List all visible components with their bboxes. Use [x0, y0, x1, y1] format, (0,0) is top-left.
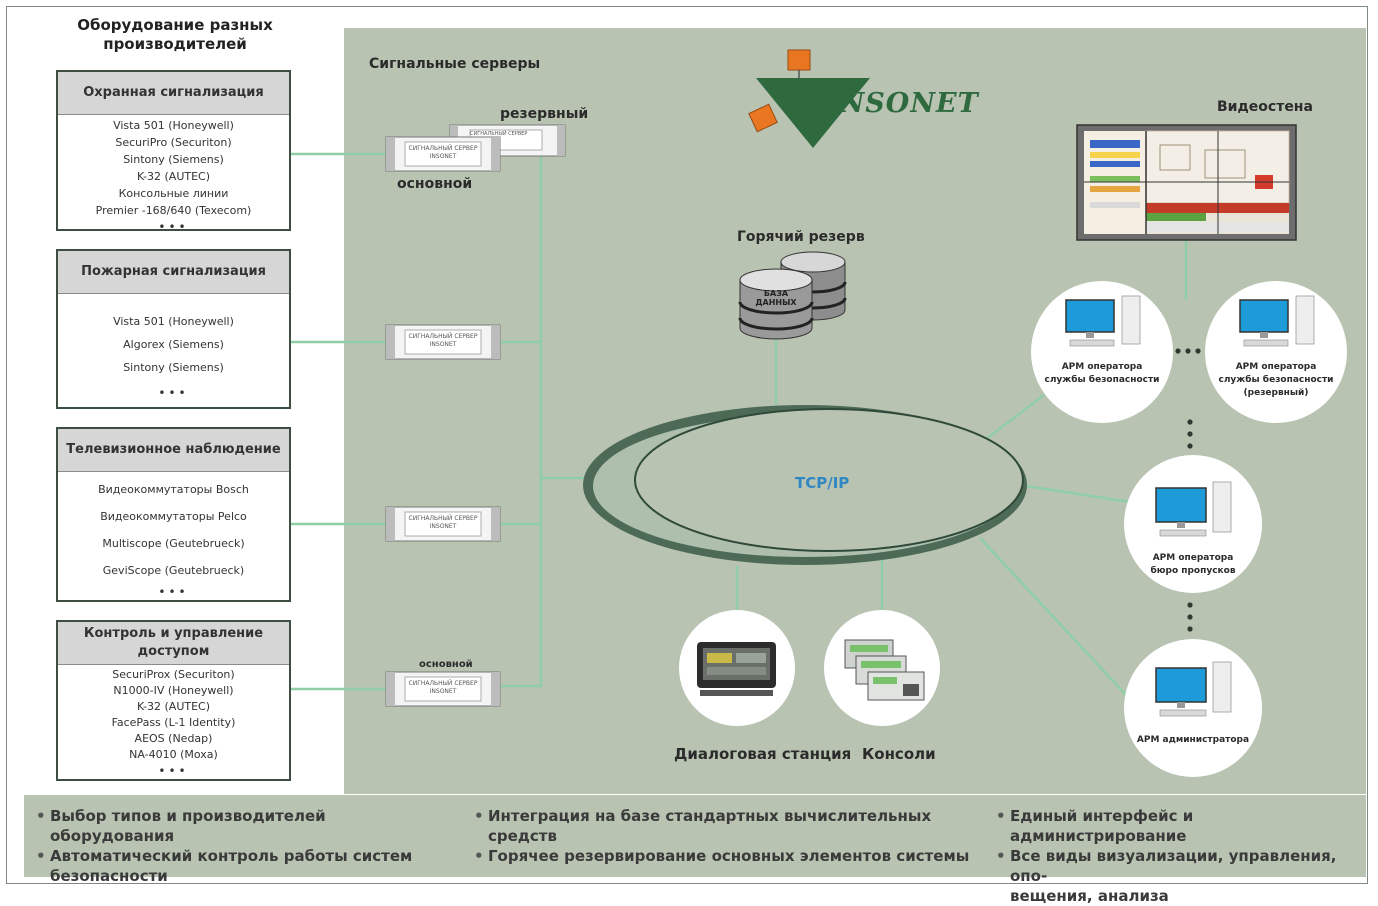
vendor-item: Sintony (Siemens) — [123, 153, 224, 166]
connector-line — [984, 394, 1045, 441]
feature-item-continuation: вещения, анализа — [1010, 887, 1169, 905]
features-column-1: Выбор типов и производителей оборудовани… — [34, 806, 454, 886]
vendor-item: K-32 (AUTEC) — [136, 170, 211, 183]
vendor-box-fire-alarm: Пожарная сигнализация Vista 501 (Honeywe… — [56, 249, 291, 409]
vendor-item: NA-4010 (Moxa) — [129, 748, 218, 761]
left-header: Оборудование разных производителей — [40, 16, 310, 54]
more-dots: ••• — [158, 220, 189, 234]
feature-item: Интеграция на базе стандартных вычислите… — [472, 806, 972, 826]
vendor-item: Видеокоммутаторы Bosch — [98, 483, 249, 496]
dialog-station-icon — [679, 610, 795, 726]
server-unit — [385, 324, 501, 360]
vendor-box-title: Контроль и управление доступом — [58, 622, 289, 665]
vendor-box-title: Пожарная сигнализация — [58, 251, 289, 294]
more-dots: ••• — [158, 585, 189, 599]
workstation-security — [1031, 281, 1173, 423]
video-wall-label: Видеостена — [1217, 99, 1313, 115]
features-column-3: Единый интерфейс и администрирование Все… — [994, 806, 1364, 906]
frame — [6, 6, 1368, 884]
network-ring-inner — [634, 408, 1024, 552]
vendor-item: Видеокоммутаторы Pelco — [100, 510, 247, 523]
features-column-2: Интеграция на базе стандартных вычислите… — [472, 806, 972, 866]
vendor-box-title: Охранная сигнализация — [58, 72, 289, 115]
vendor-box-video-surveillance: Телевизионное наблюдение Видеокоммутатор… — [56, 427, 291, 602]
vendor-item: Консольные линии — [118, 187, 229, 200]
vendor-box-title: Телевизионное наблюдение — [58, 429, 289, 472]
server-unit — [385, 671, 501, 707]
server-bus-line — [498, 152, 543, 688]
logo-orange-square — [748, 103, 778, 133]
server-unit — [385, 136, 501, 172]
vendor-box-security-alarm: Охранная сигнализация Vista 501 (Honeywe… — [56, 70, 291, 234]
server-reserve-label: резервный — [500, 106, 589, 122]
network-label: TCP/IP — [795, 474, 850, 492]
feature-item-continuation: безопасности — [50, 867, 168, 885]
workstation-security-reserve — [1205, 281, 1347, 423]
server-unit — [385, 506, 501, 542]
vendor-item: SecuriPro (Securiton) — [115, 136, 232, 149]
vendor-item: SecuriProx (Securiton) — [112, 668, 235, 681]
consoles-label: Консоли — [862, 745, 936, 763]
vendor-item: Vista 501 (Honeywell) — [113, 315, 234, 328]
vendor-item: Premier -168/640 (Texecom) — [95, 204, 252, 217]
vendor-item: Vista 501 (Honeywell) — [113, 119, 234, 132]
vendor-box-access-control: Контроль и управление доступом SecuriPro… — [56, 620, 291, 781]
feature-item-continuation: средств — [488, 827, 557, 845]
servers-section-title: Сигнальные серверы — [369, 56, 541, 72]
server-unit-label: СИГНАЛЬНЫЙ СЕРВЕР — [470, 131, 528, 137]
server-main-label: основной — [397, 176, 473, 192]
vendor-item: Sintony (Siemens) — [123, 361, 224, 374]
workstation-label: АРМ администратора — [1136, 735, 1250, 745]
feature-item: Выбор типов и производителей оборудовани… — [34, 806, 454, 846]
vendor-item: AEOS (Nedap) — [134, 732, 213, 745]
logo-orange-square — [787, 49, 811, 71]
dialog-station-label: Диалоговая станция — [674, 745, 852, 763]
insonet-logo-text: INSONET — [826, 88, 979, 119]
connector-line — [1019, 483, 1131, 504]
more-dots: ••• — [158, 386, 189, 400]
vendor-item: FacePass (L-1 Identity) — [111, 716, 236, 729]
console-icon — [824, 610, 940, 726]
hot-reserve-label: Горячий резерв — [737, 229, 865, 245]
vendor-item: Multiscope (Geutebrueck) — [102, 537, 245, 550]
more-dots-icon — [1175, 348, 1201, 632]
vendor-item: N1000-IV (Honeywell) — [113, 684, 234, 697]
left-header-line: производителей — [103, 35, 247, 53]
vendor-item: Algorex (Siemens) — [123, 338, 224, 351]
feature-item: Автоматический контроль работы систем — [34, 846, 454, 866]
feature-item: Все виды визуализации, управления, опо- — [994, 846, 1364, 886]
feature-item: Единый интерфейс и администрирование — [994, 806, 1364, 846]
server-main-label-small: основной — [419, 659, 473, 670]
connector-line — [979, 537, 1127, 696]
feature-item: Горячее резервирование основных элементо… — [472, 846, 972, 866]
logo-triangle — [756, 78, 870, 148]
database-icon — [738, 268, 814, 340]
left-header-line: Оборудование разных — [77, 16, 273, 34]
vendor-item: GeviScope (Geutebrueck) — [102, 564, 245, 577]
video-wall-screen — [1076, 124, 1297, 241]
vendor-item: K-32 (AUTEC) — [136, 700, 211, 713]
more-dots: ••• — [158, 764, 189, 778]
workstation-admin — [1124, 639, 1262, 777]
workstation-pass-office — [1124, 455, 1262, 593]
